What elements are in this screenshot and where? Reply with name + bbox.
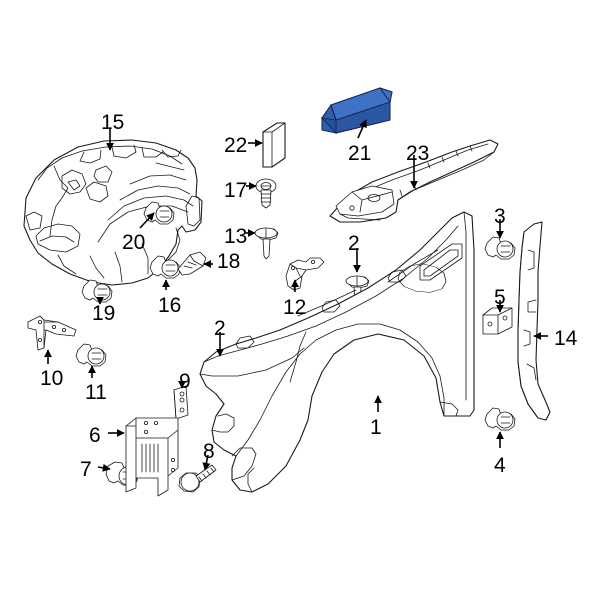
callout-label-9[interactable]: 9: [179, 370, 191, 393]
part-4-push-pin-clip[interactable]: [484, 407, 516, 431]
part-10-angle-bracket[interactable]: [27, 315, 77, 351]
callout-label-2b[interactable]: 2: [214, 317, 226, 340]
callout-label-12[interactable]: 12: [283, 296, 307, 319]
part-15-fender-liner-splash-shield[interactable]: [23, 139, 203, 286]
callout-label-11[interactable]: 11: [85, 381, 107, 404]
part-18-wedge-clip[interactable]: [177, 251, 207, 276]
callout-label-6[interactable]: 6: [89, 424, 101, 447]
callout-label-4[interactable]: 4: [494, 454, 506, 477]
callout-label-8[interactable]: 8: [203, 440, 215, 463]
part-6-fender-brace-bracket[interactable]: [125, 417, 179, 497]
callout-label-14[interactable]: 14: [554, 327, 578, 350]
part-2a-push-pin-retainer[interactable]: [345, 275, 370, 308]
part-14-front-splash-shield[interactable]: [517, 221, 551, 421]
callout-label-2a[interactable]: 2: [348, 232, 360, 255]
part-5-small-bracket[interactable]: [482, 307, 513, 335]
callout-label-16[interactable]: 16: [158, 294, 182, 317]
callout-label-19[interactable]: 19: [92, 302, 116, 325]
callout-label-22[interactable]: 22: [224, 134, 248, 157]
callout-label-20[interactable]: 20: [122, 231, 146, 254]
callout-label-23[interactable]: 23: [406, 142, 430, 165]
callout-label-21[interactable]: 21: [348, 142, 372, 165]
part-19-retainer-clip[interactable]: [81, 279, 113, 303]
part-12-mounting-bracket[interactable]: [285, 257, 325, 291]
part-17-round-head-screw[interactable]: [255, 178, 277, 209]
part-22-insulator-pad-block[interactable]: [262, 122, 286, 168]
part-8-hex-head-bolt[interactable]: [178, 464, 217, 493]
part-1-front-fender-panel[interactable]: [199, 211, 475, 493]
part-9-small-plate[interactable]: [173, 385, 189, 420]
callout-label-18[interactable]: 18: [217, 250, 241, 273]
part-3-push-pin-clip[interactable]: [484, 236, 516, 260]
callout-label-1[interactable]: 1: [370, 416, 382, 439]
part-13-push-pin-retainer[interactable]: [254, 227, 279, 260]
part-16-retainer-clip[interactable]: [149, 255, 181, 279]
callout-label-17[interactable]: 17: [224, 179, 248, 202]
part-11-retainer-clip[interactable]: [75, 343, 107, 367]
callout-label-5[interactable]: 5: [494, 286, 506, 309]
leader-lines: [44, 119, 548, 472]
callout-label-13[interactable]: 13: [224, 225, 248, 248]
part-21-highlighted-bar-bracket[interactable]: [320, 87, 393, 135]
part-20-retainer-clip[interactable]: [143, 201, 175, 225]
callout-label-7[interactable]: 7: [80, 458, 92, 481]
callout-label-3[interactable]: 3: [494, 205, 506, 228]
callout-label-10[interactable]: 10: [40, 367, 64, 390]
callout-label-15[interactable]: 15: [101, 111, 125, 134]
